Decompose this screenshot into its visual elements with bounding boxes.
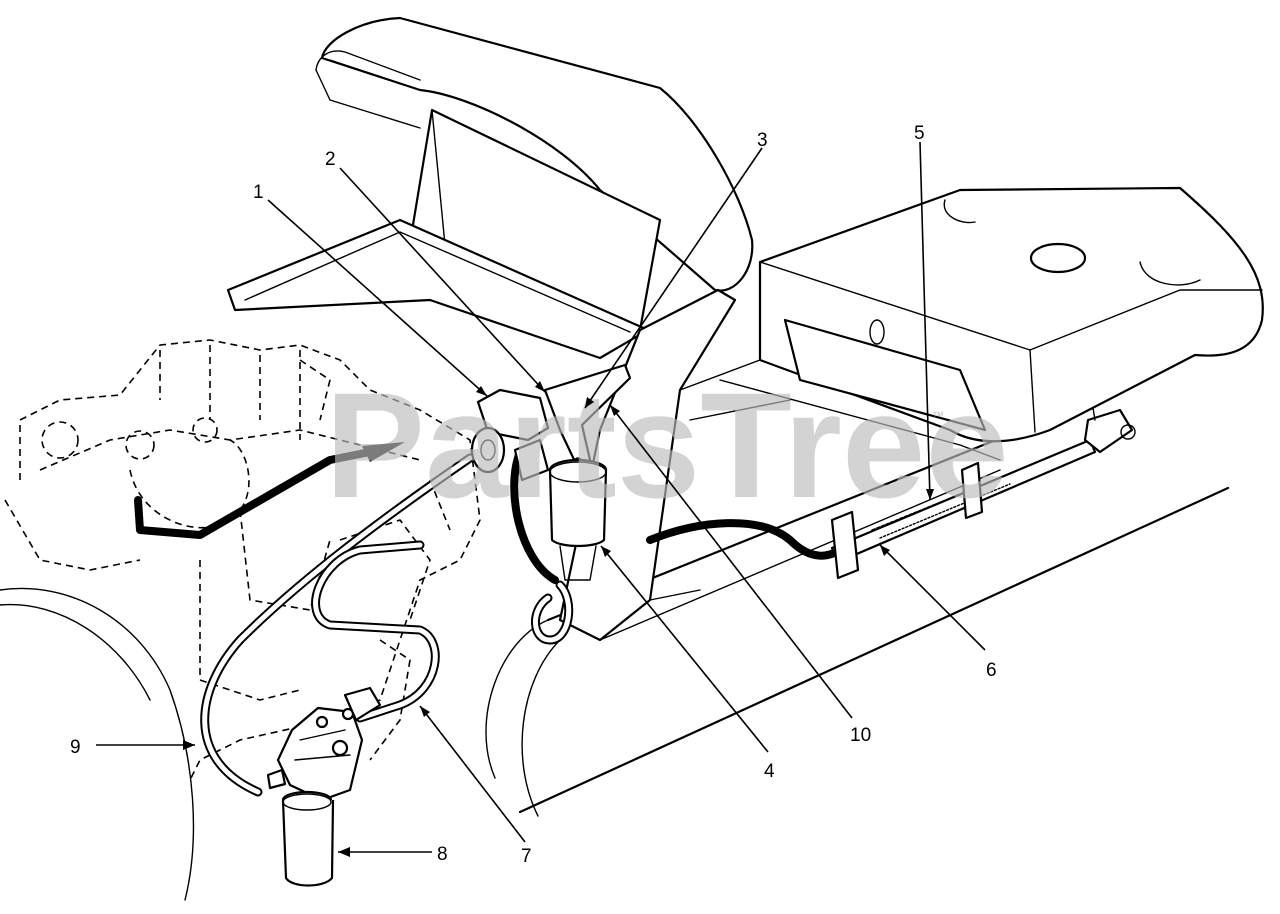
fuel-filter [548, 458, 608, 581]
fuel-line-assembly [830, 407, 1136, 580]
fuel-tank [758, 186, 1264, 443]
deck [679, 359, 1001, 461]
fuel-hose-to-filter [510, 448, 559, 584]
fuel-hose-to-engine [134, 448, 374, 539]
flow-arrow [362, 442, 405, 462]
watermark: PartsTree ™ [325, 361, 1009, 529]
leader-6 [879, 544, 986, 651]
leader-10 [609, 404, 853, 719]
callout-6: 6 [986, 660, 997, 681]
callout-9: 9 [70, 737, 81, 758]
callout-3: 3 [757, 130, 768, 151]
leader-lines [96, 141, 986, 857]
leader-2 [339, 167, 546, 393]
callout-labels: 1 2 3 4 5 6 7 8 9 10 [70, 123, 997, 867]
leader-7 [419, 705, 526, 843]
callout-8: 8 [437, 844, 448, 865]
fuel-pump [266, 686, 382, 802]
leader-1 [267, 199, 488, 397]
seat-pan [226, 108, 662, 360]
callout-10: 10 [850, 725, 871, 746]
leader-3 [584, 147, 763, 409]
callout-1: 1 [253, 182, 264, 203]
fuel-bowl [281, 790, 335, 887]
fuel-hose-from-tank [646, 519, 849, 560]
callout-2: 2 [325, 149, 336, 170]
leader-4 [600, 545, 769, 753]
callout-5: 5 [914, 123, 925, 144]
watermark-text: PartsTree [325, 361, 1009, 529]
leader-5 [919, 141, 931, 501]
watermark-trademark: ™ [932, 409, 944, 423]
callout-4: 4 [764, 761, 775, 782]
callout-7: 7 [521, 846, 532, 867]
fuel-lines [134, 442, 849, 797]
